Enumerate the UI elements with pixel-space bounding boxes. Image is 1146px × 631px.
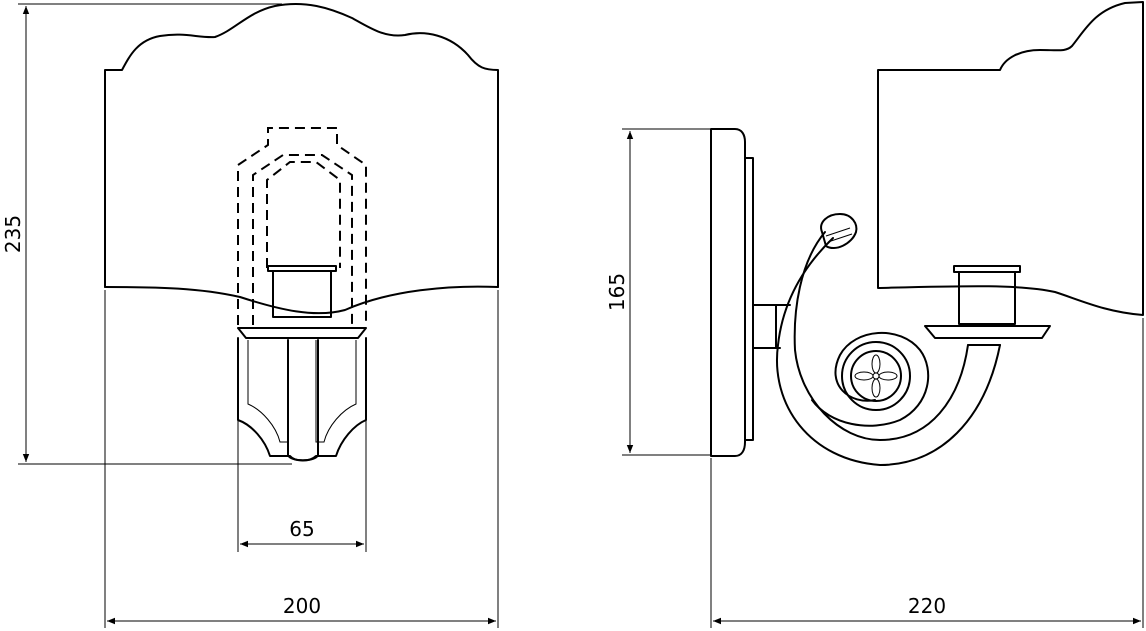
side-backplate-rim (744, 157, 754, 441)
front-shade-bottom (104, 285, 499, 315)
front-candle-socket (267, 265, 337, 318)
front-bulb-hidden-outer (237, 127, 367, 325)
front-holder-body (237, 337, 367, 462)
side-scroll-arm-inner (793, 231, 969, 441)
side-rosette-inner (850, 350, 902, 402)
side-scroll-spiral (811, 331, 930, 427)
side-rosette-outer (841, 341, 911, 411)
dim-65-label: 65 (289, 517, 314, 541)
front-holder-inner-left (247, 340, 289, 443)
side-finial-detail (825, 227, 853, 243)
front-bulb-hidden-core (266, 161, 341, 268)
side-rosette-flower (854, 354, 898, 398)
side-view (710, 1, 1144, 466)
dim-200-label: 200 (283, 594, 321, 618)
side-dimensions: 165 220 (605, 128, 1144, 628)
front-holder-stem (287, 339, 319, 462)
dim-220-label: 220 (908, 594, 946, 618)
side-finial (820, 213, 858, 250)
front-holder-inner-right (315, 340, 357, 443)
front-dimensions: 235 65 200 (1, 3, 499, 628)
side-backplate (710, 128, 746, 457)
dim-165-label: 165 (605, 273, 629, 311)
front-shade-outline (104, 2, 499, 288)
front-drip-ring (237, 327, 367, 339)
side-shade-outline (877, 1, 1144, 316)
front-view (104, 2, 499, 462)
dim-235-label: 235 (1, 215, 25, 253)
side-scroll-arm-outer (776, 237, 1001, 466)
side-arm-stub (752, 304, 791, 349)
side-candle-socket (953, 265, 1021, 325)
side-drip-ring (924, 325, 1051, 339)
